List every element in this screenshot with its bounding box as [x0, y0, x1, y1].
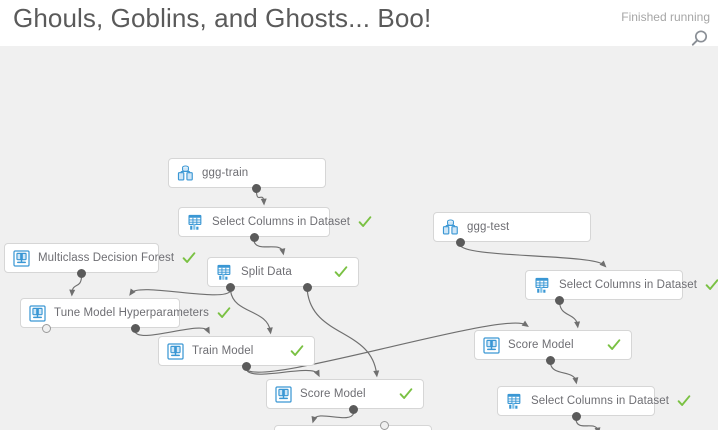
edge-split-data-to-train-model	[230, 290, 273, 335]
model-icon	[275, 385, 292, 403]
module-node-scid-2[interactable]: Select Columns in Dataset	[525, 270, 718, 300]
edge-scid-3-to-convert-to-csv	[575, 419, 601, 430]
module-node-label: Select Columns in Dataset	[531, 395, 670, 407]
model-icon	[483, 336, 500, 354]
status-check-icon	[607, 339, 621, 350]
model-icon	[167, 342, 184, 360]
status-check-icon	[358, 216, 372, 227]
port-train-model-out-0[interactable]	[242, 361, 252, 371]
edge-ggg-train-to-scid-1	[255, 191, 267, 206]
edge-score-model-l-to-evaluate-model	[311, 412, 355, 424]
page-title: Ghouls, Goblins, and Ghosts... Boo!	[13, 3, 432, 33]
port-tune-model-out-0[interactable]	[41, 323, 51, 333]
edge-split-data-to-score-model-l	[306, 290, 380, 378]
module-node-ggg-test[interactable]: ggg-test	[433, 212, 591, 242]
port-ggg-train-out-0[interactable]	[251, 183, 261, 193]
module-node-score-model-l[interactable]: Score Model	[266, 379, 424, 409]
select-columns-icon	[507, 393, 521, 409]
edge-tune-model-to-train-model	[134, 326, 210, 337]
module-node-label: Score Model	[508, 339, 574, 351]
port-ggg-test-out-0[interactable]	[456, 237, 466, 247]
module-node-label: Tune Model Hyperparameters	[54, 307, 209, 319]
module-node-score-model-r[interactable]: Score Model	[474, 330, 632, 360]
dataset-icon	[177, 164, 193, 181]
status-check-icon	[217, 307, 231, 318]
module-node-label: ggg-train	[202, 167, 249, 179]
module-node-label: ggg-test	[467, 221, 510, 233]
port-tune-model-out-1[interactable]	[130, 323, 140, 333]
select-columns-icon	[217, 264, 231, 280]
module-node-label: Select Columns in Dataset	[212, 216, 351, 228]
module-node-label: Multiclass Decision Forest	[38, 252, 175, 264]
module-node-scid-1[interactable]: Select Columns in Dataset	[178, 207, 372, 237]
port-mdf-out-0[interactable]	[77, 268, 86, 278]
module-node-label: Score Model	[300, 388, 366, 400]
status-check-icon	[334, 266, 348, 277]
module-node-split-data[interactable]: Split Data	[207, 257, 359, 287]
port-score-model-r-out-0[interactable]	[546, 355, 556, 365]
search-icon[interactable]	[686, 26, 712, 52]
port-evaluate-model-in-1[interactable]	[380, 420, 390, 430]
module-node-label: Split Data	[241, 266, 292, 278]
edge-ggg-test-to-scid-2	[460, 245, 607, 268]
module-node-label: Select Columns in Dataset	[559, 279, 698, 291]
module-node-scid-3[interactable]: Select Columns in Dataset	[497, 386, 691, 416]
status-check-icon	[399, 388, 413, 399]
experiment-header: Ghouls, Goblins, and Ghosts... Boo! Fini…	[0, 0, 718, 46]
module-node-train-model[interactable]: Train Model	[158, 336, 315, 366]
status-check-icon	[705, 279, 718, 290]
module-node-ggg-train[interactable]: ggg-train	[168, 158, 326, 188]
module-node-evaluate-model[interactable]: Evaluate Model	[274, 425, 432, 430]
edge-train-model-to-score-model-l	[246, 369, 320, 378]
port-scid-2-out-0[interactable]	[555, 295, 565, 305]
status-check-icon	[677, 395, 691, 406]
port-scid-3-out-0[interactable]	[571, 411, 581, 421]
select-columns-icon	[188, 214, 202, 230]
edge-scid-2-to-score-model-r	[559, 303, 581, 329]
module-node-tune-model[interactable]: Tune Model Hyperparameters	[20, 298, 231, 328]
port-scid-1-out-0[interactable]	[249, 232, 259, 242]
model-icon	[13, 249, 30, 267]
model-icon	[29, 304, 46, 322]
edge-mdf-to-tune-model	[69, 276, 83, 297]
edge-score-model-r-to-scid-3	[550, 363, 579, 385]
module-node-label: Train Model	[192, 345, 254, 357]
edge-split-data-to-tune-model	[129, 288, 232, 296]
edge-scid-1-to-split-data	[253, 240, 286, 256]
status-check-icon	[182, 252, 196, 263]
port-score-model-l-out-0[interactable]	[349, 404, 359, 414]
port-split-data-out-1[interactable]	[302, 282, 312, 292]
select-columns-icon	[535, 277, 549, 293]
edge-layer	[69, 191, 607, 430]
port-split-data-out-0[interactable]	[226, 282, 236, 292]
status-check-icon	[290, 345, 304, 356]
dataset-icon	[442, 218, 458, 235]
status-badge: Finished running	[621, 10, 710, 24]
